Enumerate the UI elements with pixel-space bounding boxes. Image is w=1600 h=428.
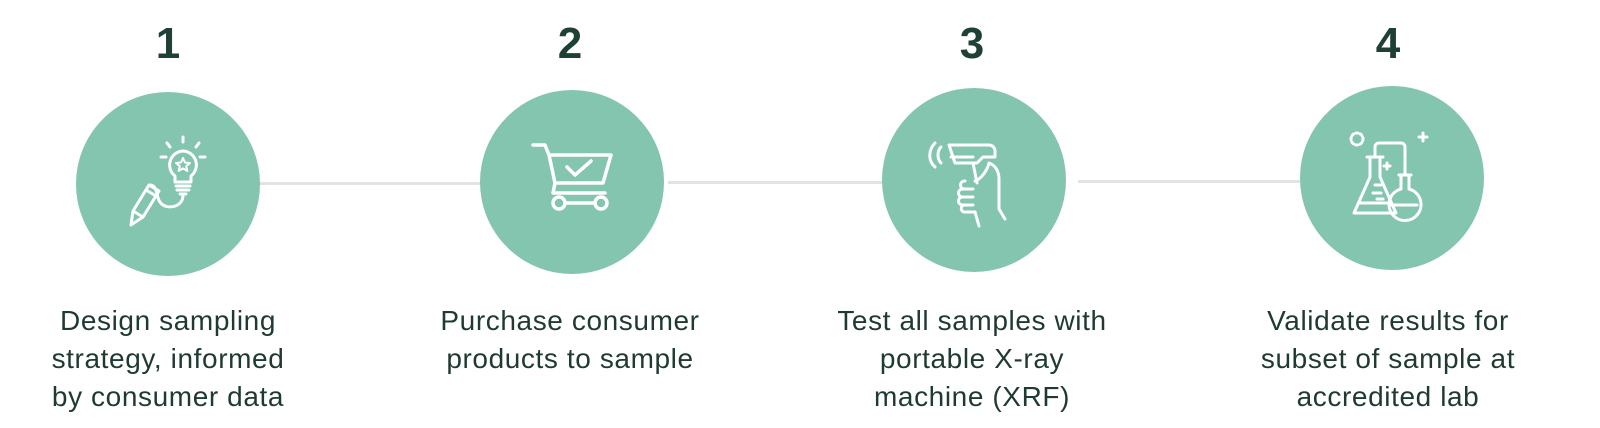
step-1: 1 Design sampling strategy, informed by … <box>0 0 348 428</box>
connector-line-1-2 <box>258 182 490 185</box>
step-circle <box>882 88 1066 272</box>
step-circle <box>480 90 664 274</box>
step-description: Purchase consumer products to sample <box>440 305 700 374</box>
step-number: 1 <box>155 19 181 68</box>
step-number: 3 <box>959 19 985 68</box>
connector-line-3-4 <box>1078 180 1310 183</box>
step-4: 4 Validate results for subset of sample … <box>1208 0 1568 428</box>
step-description: Validate results for subset of sample at… <box>1260 305 1516 412</box>
step-circle <box>1300 86 1484 270</box>
step-description: Design sampling strategy, informed by co… <box>51 305 285 412</box>
step-2: 2 Purchase consumer products to sample <box>390 0 750 428</box>
step-3: 3 Test all samples with portable X-ray m… <box>792 0 1152 428</box>
lab-flasks-icon <box>1349 131 1429 222</box>
xrf-scanner-icon <box>928 141 1007 228</box>
pencil-lightbulb-icon <box>129 135 207 227</box>
step-description: Test all samples with portable X-ray mac… <box>837 305 1107 412</box>
shopping-cart-check-icon <box>531 143 613 211</box>
connector-line-2-3 <box>668 181 900 184</box>
step-number: 2 <box>557 19 583 68</box>
step-number: 4 <box>1375 19 1401 68</box>
step-circle <box>76 92 260 276</box>
